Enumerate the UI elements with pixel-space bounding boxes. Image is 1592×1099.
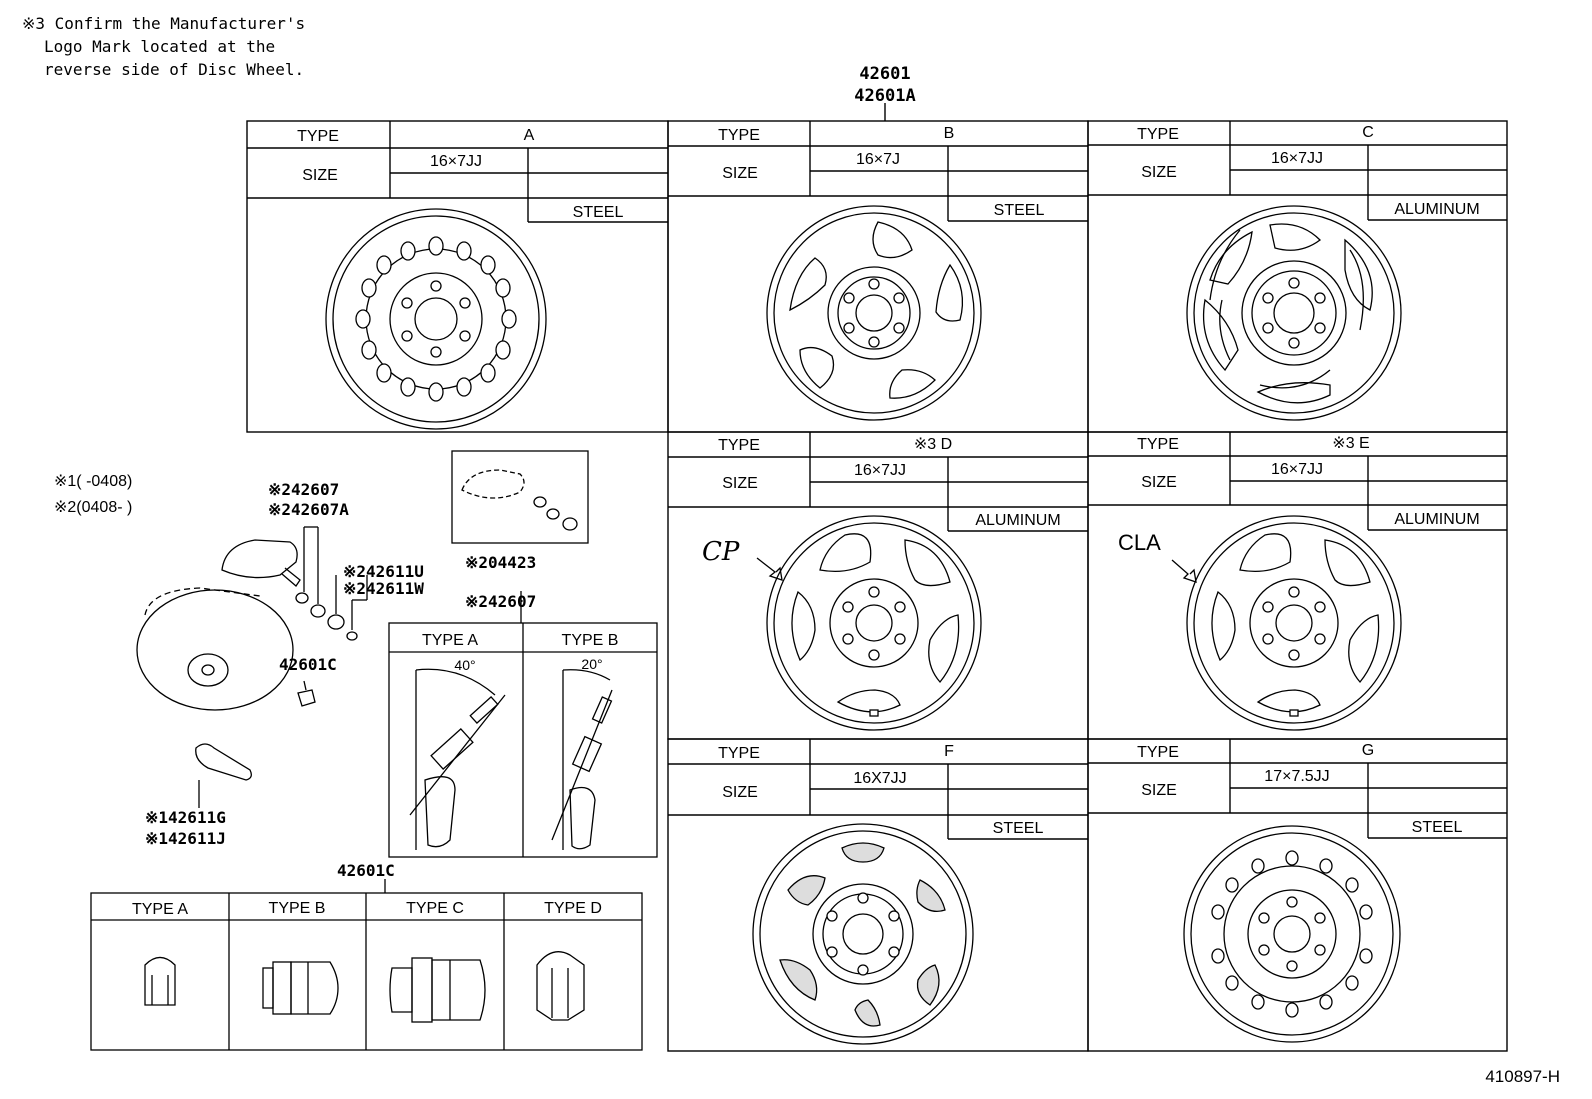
wheel-b-size: 16×7J (856, 151, 900, 168)
valve-angle-b: 20° (581, 656, 602, 672)
wheel-f-type-label: TYPE (718, 745, 760, 762)
manufacturer-logo-note: ※3 Confirm the Manufacturer's Logo Mark … (22, 12, 305, 81)
part-42611u: ※242611U (343, 562, 424, 581)
wheel-e-drawing (1186, 515, 1402, 731)
nut-type-b: TYPE B (269, 900, 326, 917)
part-04423: ※204423 (465, 553, 536, 572)
wheel-d-material: ALUMINUM (975, 512, 1060, 529)
legend-2: ※2(0408- ) (54, 499, 132, 516)
note-line-3: reverse side of Disc Wheel. (44, 60, 305, 79)
part-42601a: 42601A (854, 86, 915, 106)
logo-arrows (756, 557, 1197, 583)
wheel-g-material: STEEL (1412, 819, 1463, 836)
wheel-a-material: STEEL (573, 204, 624, 221)
logo-cla: CLA (1118, 530, 1161, 555)
wheel-f-size: 16X7JJ (853, 770, 906, 787)
valve-angle-box (388, 591, 658, 858)
wheel-d-type-label: TYPE (718, 437, 760, 454)
wheel-e-type: ※3 E (1332, 435, 1369, 452)
part-42607-b: ※242607 (465, 592, 536, 611)
note-line-2: Logo Mark located at the (44, 37, 276, 56)
wheel-g-type: G (1362, 742, 1374, 759)
wheel-c-size: 16×7JJ (1271, 150, 1323, 167)
wheel-g-size-label: SIZE (1141, 782, 1177, 799)
nut-types-table (90, 879, 643, 1051)
wheel-g-drawing (1183, 825, 1401, 1043)
wheel-g-type-label: TYPE (1137, 744, 1179, 761)
part-42607a: ※242607A (268, 500, 349, 519)
wheel-c-material: ALUMINUM (1394, 201, 1479, 218)
part-42611g: ※142611G (145, 808, 226, 827)
wheel-d-size: 16×7JJ (854, 462, 906, 479)
wheel-b-material: STEEL (994, 202, 1045, 219)
nut-type-d: TYPE D (544, 900, 602, 917)
logo-cp: CP (702, 537, 740, 567)
part-42611j: ※142611J (145, 829, 226, 848)
wheel-a-size: 16×7JJ (430, 153, 482, 170)
nut-type-a: TYPE A (132, 901, 188, 918)
part-42607: ※242607 (268, 480, 339, 499)
wheel-a-type: A (524, 127, 535, 144)
figure-id: 410897-H (1485, 1067, 1560, 1086)
tpms-assembly-drawing (136, 526, 368, 808)
wheel-f-drawing (752, 823, 974, 1045)
part-42601c-mid: 42601C (279, 655, 337, 674)
wheel-g-size: 17×7.5JJ (1264, 768, 1329, 785)
wheel-b-size-label: SIZE (722, 165, 758, 182)
wheel-c-size-label: SIZE (1141, 164, 1177, 181)
legend-1: ※1( -0408) (54, 473, 132, 490)
valve-angle-a: 40° (454, 657, 475, 673)
wheel-b-type: B (944, 125, 955, 142)
note-line-1: ※3 Confirm the Manufacturer's (22, 14, 306, 33)
part-42601c-bottom: 42601C (337, 861, 395, 880)
wheel-a-size-label: SIZE (302, 167, 338, 184)
wheel-d-drawing (766, 515, 982, 731)
wheel-b-drawing (766, 205, 982, 421)
wheel-b-type-label: TYPE (718, 127, 760, 144)
wheel-e-type-label: TYPE (1137, 436, 1179, 453)
wheel-c-type: C (1362, 124, 1374, 141)
part-42611w: ※242611W (343, 579, 424, 598)
wheel-e-material: ALUMINUM (1394, 511, 1479, 528)
wheel-d-type: ※3 D (914, 436, 952, 453)
wheel-a-type-label: TYPE (297, 128, 339, 145)
wheel-e-size: 16×7JJ (1271, 461, 1323, 478)
wheel-f-type: F (944, 743, 954, 760)
wheel-e-size-label: SIZE (1141, 474, 1177, 491)
valve-type-b: TYPE B (562, 632, 619, 649)
wheel-c-type-label: TYPE (1137, 126, 1179, 143)
part-42601: 42601 (859, 64, 910, 84)
wheel-f-material: STEEL (993, 820, 1044, 837)
wheel-f-size-label: SIZE (722, 784, 758, 801)
valve-type-a: TYPE A (422, 632, 478, 649)
nut-type-c: TYPE C (406, 900, 464, 917)
valve-kit-box (451, 450, 589, 544)
wheel-c-drawing (1186, 205, 1402, 421)
wheel-d-size-label: SIZE (722, 475, 758, 492)
wheel-a-drawing (325, 208, 547, 430)
